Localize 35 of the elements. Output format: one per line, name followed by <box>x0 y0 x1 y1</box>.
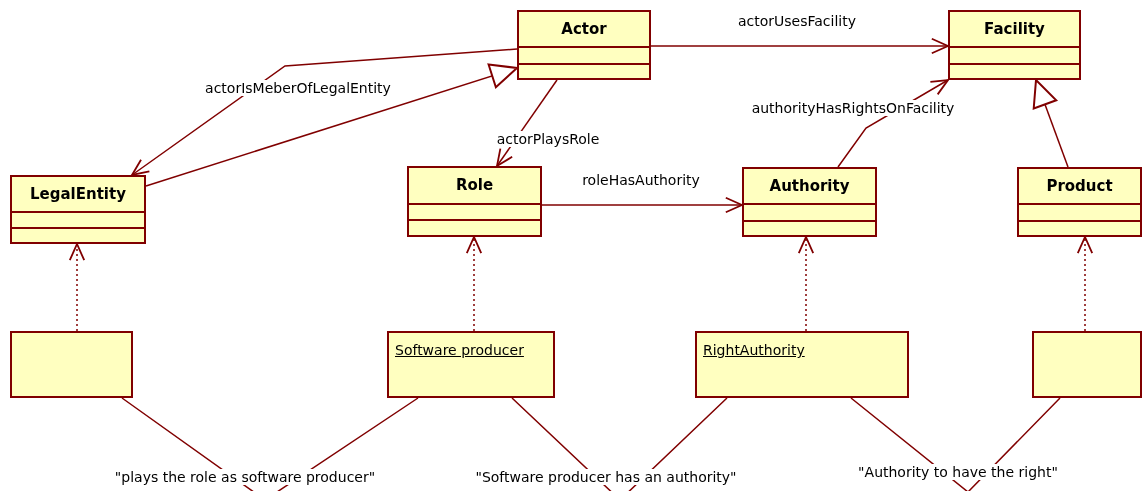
dependency-arrow <box>1076 236 1094 332</box>
edge-label: actorPlaysRole <box>495 131 601 147</box>
edge-label: actorIsMeberOfLegalEntity <box>204 80 392 96</box>
object-box <box>1032 331 1142 398</box>
class-box <box>1017 167 1142 237</box>
association-arrow <box>1032 79 1069 168</box>
dependency-arrow <box>797 236 815 332</box>
edge-label: roleHasAuthority <box>581 172 701 188</box>
class-box <box>517 10 651 80</box>
class-box <box>10 175 146 244</box>
class-name: Product <box>1045 177 1114 195</box>
object-box <box>387 331 555 398</box>
class-name: Role <box>454 176 495 194</box>
class-name: Authority <box>768 177 851 195</box>
class-box <box>948 10 1081 80</box>
class-box <box>742 167 877 237</box>
object-box <box>10 331 133 398</box>
association-arrow <box>145 63 518 187</box>
association-arrow <box>650 37 949 55</box>
edge-label: actorUsesFacility <box>737 13 857 29</box>
class-name: Actor <box>560 20 608 38</box>
association-arrow <box>541 196 743 214</box>
class-name: Facility <box>983 20 1046 38</box>
edge-label: "Software producer has an authority" <box>474 469 738 485</box>
dependency-arrow <box>465 236 483 332</box>
dependency-arrow <box>68 243 86 332</box>
object-box <box>695 331 909 398</box>
object-name: Software producer <box>395 342 524 358</box>
edge-label: "plays the role as software producer" <box>113 469 377 485</box>
class-name: LegalEntity <box>29 185 127 203</box>
association-arrow <box>131 48 518 176</box>
object-name: RightAuthority <box>703 342 805 358</box>
edge-label: authorityHasRightsOnFacility <box>750 100 956 116</box>
edge-label: "Authority to have the right" <box>857 464 1059 480</box>
class-box <box>407 166 542 237</box>
